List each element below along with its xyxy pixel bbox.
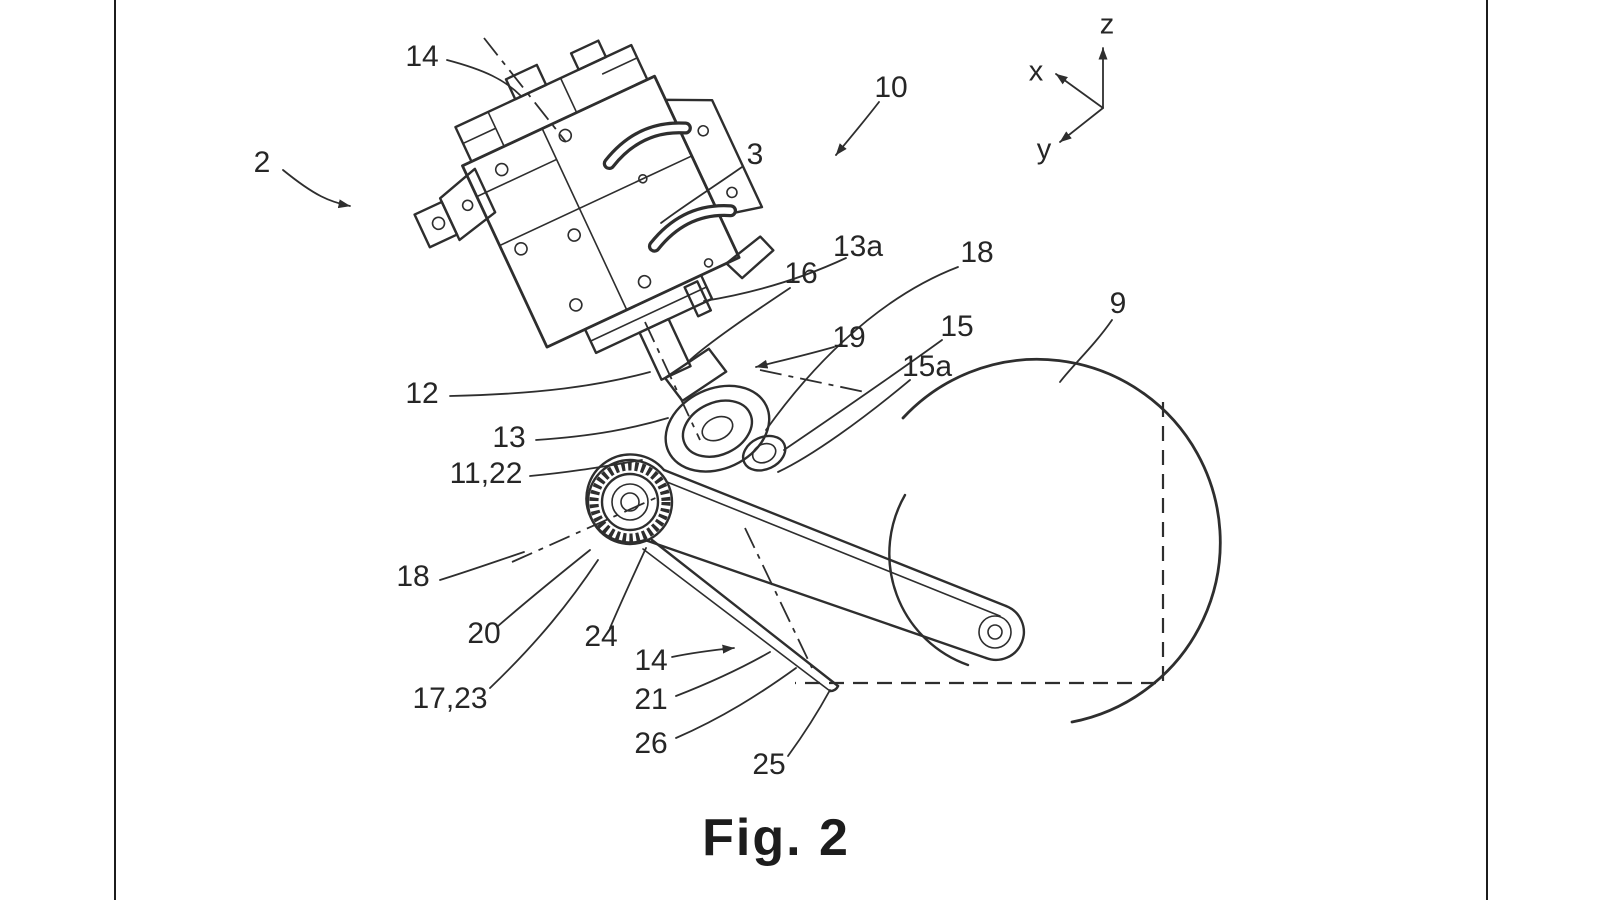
leader-14-mid [671,644,735,658]
ref-label-14-top: 14 [405,40,439,73]
ref-label-11-22: 11,22 [449,457,523,490]
canvas-left-edge [114,0,116,900]
ref-label-25: 25 [752,748,786,781]
ref-label-20: 20 [467,617,501,650]
ref-label-15a: 15a [901,350,953,383]
figure-caption: Fig. 2 [702,809,850,867]
leader-3 [660,166,743,224]
leader-18-upper [765,266,959,431]
leader-26 [675,667,797,739]
leader-13 [535,417,669,441]
leader-20 [497,549,591,627]
leader-15 [783,339,943,451]
leader-9 [1059,319,1113,383]
leader-11-22 [529,459,643,477]
centerlines [483,37,866,669]
output-shaft [638,317,692,381]
belt-end-roller [978,615,1012,649]
motor-assembly [413,39,787,473]
axis-label-y: y [1036,133,1052,166]
ref-label-15: 15 [940,310,974,343]
pulley-teeth [589,461,671,543]
leader-18-lower [439,551,525,581]
hub-15a-inner [751,442,777,464]
pin-13a [683,280,713,318]
leader-24 [609,547,647,629]
leader-21 [675,651,771,697]
wheel-outer-arc [901,357,1222,724]
ref-label-17-23: 17,23 [412,682,488,715]
pulley-bore [620,492,640,512]
ref-label-21: 21 [634,683,668,716]
hub-15a-outer [741,434,787,472]
y-axis-arrow [1059,107,1104,143]
ref-label-24: 24 [584,620,618,653]
ref-label-10: 10 [874,71,908,104]
left-flange [438,167,497,242]
ref-label-13a: 13a [832,230,884,263]
ref-label-2: 2 [253,146,271,179]
leader-17-23 [489,559,599,689]
leader-25 [787,689,831,757]
toothed-pulley [586,458,674,546]
wheel-inner-arc [888,493,970,667]
ref-label-13: 13 [492,421,526,454]
output-flange-bore [701,415,734,442]
output-flange-mid [681,399,754,458]
leader-lines [282,59,1113,757]
ref-label-12: 12 [405,377,439,410]
axis-label-x: x [1028,55,1044,88]
wheel [888,357,1222,724]
x-axis-arrow [1055,73,1104,109]
pulley-rim [586,458,674,546]
axis-label-z: z [1099,8,1115,41]
motor-top-bracket [454,43,649,163]
leader-10 [835,101,880,156]
ref-label-14-mid: 14 [634,644,668,677]
leader-13a [703,257,847,302]
ref-label-18-upper: 18 [960,236,994,269]
ref-label-26: 26 [634,727,668,760]
leader-16 [689,287,791,361]
leader-19 [755,346,835,369]
ref-label-3: 3 [746,138,764,171]
leader-14-top [446,59,522,97]
coupling-16 [663,347,728,403]
side-tab [725,235,775,280]
ref-label-16: 16 [784,257,818,290]
ref-label-18-lower: 18 [396,560,430,593]
right-plate [664,98,764,217]
leader-2 [282,169,351,209]
ref-label-19: 19 [832,321,866,354]
output-flange-outer [664,384,771,473]
leader-15a [777,379,911,473]
axis-triad [1055,47,1108,143]
leader-12 [449,371,651,397]
left-bracket [413,200,459,249]
boundary-dashed [795,402,1165,685]
canvas-right-edge [1486,0,1488,900]
ref-label-9: 9 [1109,287,1127,320]
